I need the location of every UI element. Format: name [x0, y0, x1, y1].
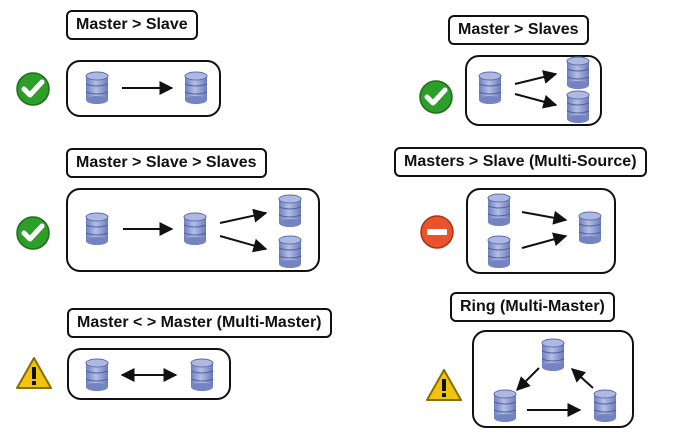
database-master-icon — [190, 358, 214, 392]
diagram-master-slave — [85, 71, 208, 105]
replication-arrow — [516, 367, 540, 391]
database-slave-icon — [578, 211, 602, 245]
replication-arrow — [521, 210, 568, 225]
database-master-icon — [541, 338, 565, 372]
topology-label-masters-slave-multi-source: Masters > Slave (Multi-Source) — [394, 147, 647, 177]
database-slave-icon — [278, 235, 302, 269]
topology-label-ring-multi-master: Ring (Multi-Master) — [450, 292, 615, 322]
topology-label-master-slave-slaves: Master > Slave > Slaves — [66, 148, 267, 178]
check-icon — [16, 72, 50, 106]
topology-label-master-slave: Master > Slave — [66, 10, 198, 40]
database-master-icon — [493, 389, 517, 423]
warning-icon — [426, 369, 462, 401]
database-slave-icon — [184, 71, 208, 105]
diagram-master-slaves — [478, 56, 590, 124]
database-master-icon — [478, 71, 502, 105]
diagram-master-master — [85, 358, 214, 392]
database-slave-icon — [278, 194, 302, 228]
check-icon — [16, 216, 50, 250]
warning-icon — [16, 357, 52, 389]
check-icon — [419, 80, 453, 114]
topology-label-master-master-multi-master: Master < > Master (Multi-Master) — [67, 308, 332, 338]
replication-arrow — [219, 235, 268, 253]
database-master-icon — [85, 212, 109, 246]
database-master-icon — [593, 389, 617, 423]
diagram-ring — [493, 338, 617, 423]
diagram-masters-slave — [487, 193, 602, 269]
replication-arrow — [514, 70, 558, 85]
database-master-icon — [487, 235, 511, 269]
database-master-icon — [85, 71, 109, 105]
replication-arrow — [514, 93, 558, 109]
database-master-icon — [85, 358, 109, 392]
database-slave-icon — [566, 56, 590, 90]
no-entry-icon — [420, 215, 454, 249]
diagram-master-slave-slaves — [85, 194, 302, 269]
replication-arrow — [570, 368, 594, 389]
topology-label-master-slaves: Master > Slaves — [448, 15, 589, 45]
database-master-icon — [487, 193, 511, 227]
replication-arrow — [219, 208, 268, 224]
replication-arrow — [521, 232, 568, 249]
database-slave-icon — [183, 212, 207, 246]
database-slave-icon — [566, 90, 590, 124]
